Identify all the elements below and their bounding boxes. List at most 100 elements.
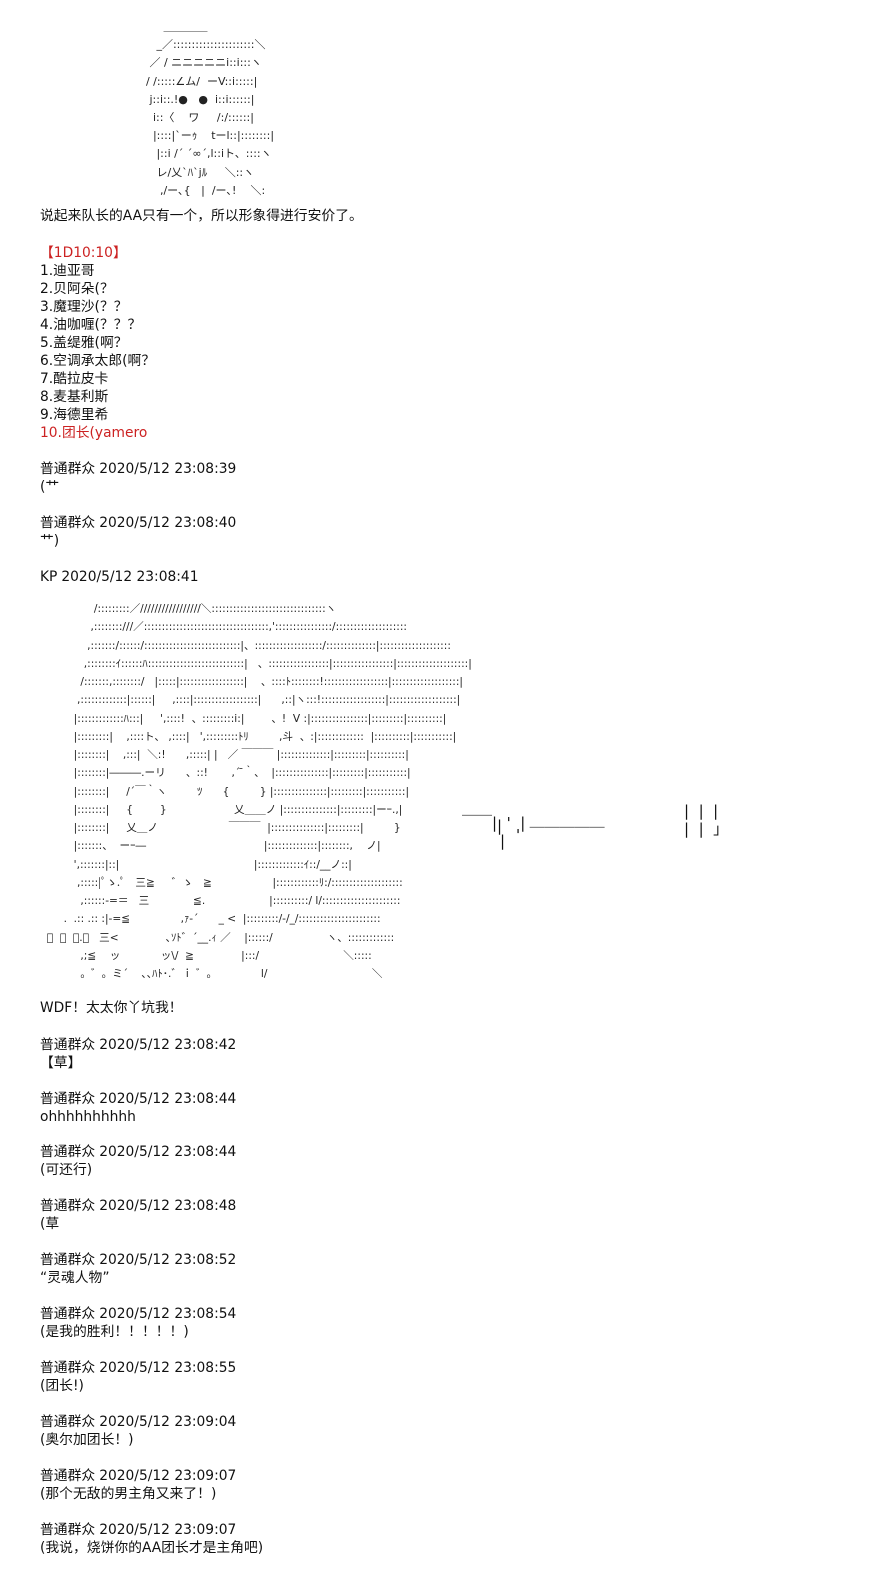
choice-item: 2.贝阿朵(？ [40, 280, 155, 298]
comment-user: 普通群众 [40, 1468, 96, 1484]
comment-text: ohhhhhhhhhh [40, 1109, 136, 1125]
comment-user: 普通群众 [40, 1306, 96, 1322]
comment-text: (艹 [40, 479, 60, 495]
bracket-line: ' ￣￣￣￣￣ [516, 826, 605, 844]
comment-user: 普通群众 [40, 461, 96, 477]
choice-text: 麦基利斯 [53, 389, 109, 405]
choice-number: 8. [40, 389, 54, 405]
choice-item: 1.迪亚哥 [40, 262, 155, 280]
comment-user: 普通群众 [40, 1414, 96, 1430]
choice-text: 团长(yamero [61, 425, 148, 441]
choice-text: 海德里希 [53, 407, 109, 423]
choice-item: 4.油咖喱(？？？ [40, 316, 155, 334]
comment-text: “灵魂人物” [40, 1270, 110, 1286]
comment-text: (草 [40, 1216, 60, 1232]
comment-time: 2020/5/12 23:09:07 [99, 1522, 237, 1538]
ascii-art-character-top: ＿＿＿＿ _／::::::::::::::::::::::＼ ／ / ニニニニニ… [145, 20, 275, 197]
comment-time: 2020/5/12 23:09:04 [99, 1414, 237, 1430]
comment-user: 普通群众 [40, 515, 96, 531]
ascii-art-character-main: /:::::::::／/////////////////＼:::::::::::… [43, 603, 472, 980]
comment-user: 普通群众 [40, 1522, 96, 1538]
comment-user: 普通群众 [40, 1144, 96, 1160]
kp-message: WDF！太太你丫坑我！ [40, 1000, 183, 1016]
comment-user: 普通群众 [40, 1198, 96, 1214]
comment-text: (奥尔加团长！) [40, 1432, 134, 1448]
comment-user: 普通群众 [40, 1360, 96, 1376]
bracket-line: | [497, 817, 503, 835]
choice-text: 空调承太郎(啊？ [53, 353, 156, 369]
choice-number: 6. [40, 353, 54, 369]
choice-item: 6.空调承太郎(啊？ [40, 352, 155, 370]
intro-text: 说起来队长的AA只有一个，所以形象得进行安价了。 [40, 208, 363, 224]
comment-time: 2020/5/12 23:09:07 [99, 1468, 237, 1484]
kp-user: KP [40, 569, 58, 585]
choice-text: 魔理沙(？？ [53, 299, 128, 315]
comment-time: 2020/5/12 23:08:44 [99, 1144, 237, 1160]
choice-number: 3. [40, 299, 54, 315]
dice-label: 【1D10:10】 [40, 245, 127, 261]
choice-number: 7. [40, 371, 54, 387]
comment-user: 普通群众 [40, 1252, 96, 1268]
bracket-line: | | 」 [684, 820, 729, 838]
comment-time: 2020/5/12 23:08:39 [99, 461, 237, 477]
choice-text: 油咖喱(？？？ [53, 317, 142, 333]
bracket-line: | | | [684, 802, 719, 820]
comment-text: (我说，烧饼你的AA团长才是主角吧) [40, 1540, 264, 1556]
choice-number: 10. [40, 425, 62, 441]
comment-user: 普通群众 [40, 1091, 96, 1107]
choice-item-selected: 10.团长(yamero [40, 424, 155, 442]
choice-text: 贝阿朵(？ [53, 281, 114, 297]
dice-result-block: 【1D10:10】 1.迪亚哥 2.贝阿朵(？ 3.魔理沙(？？ 4.油咖喱(？… [40, 244, 155, 442]
choice-text: 酷拉皮卡 [53, 371, 109, 387]
comment-text: (团长!) [40, 1378, 84, 1394]
choice-number: 9. [40, 407, 54, 423]
choice-text: 盖缇雅(啊？ [53, 335, 128, 351]
comment-time: 2020/5/12 23:08:42 [99, 1037, 237, 1053]
comment-time: 2020/5/12 23:08:40 [99, 515, 237, 531]
choice-number: 1. [40, 263, 54, 279]
choice-text: 迪亚哥 [53, 263, 95, 279]
choice-item: 7.酷拉皮卡 [40, 370, 155, 388]
choice-number: 4. [40, 317, 54, 333]
comment-time: 2020/5/12 23:08:48 [99, 1198, 237, 1214]
intro-block: 说起来队长的AA只有一个，所以形象得进行安价了。 [40, 207, 363, 225]
comment-time: 2020/5/12 23:08:55 [99, 1360, 237, 1376]
comment-text: (是我的胜利！！！！！) [40, 1324, 189, 1340]
comment-time: 2020/5/12 23:08:44 [99, 1091, 237, 1107]
choice-number: 5. [40, 335, 54, 351]
choice-number: 2. [40, 281, 54, 297]
comment-user: 普通群众 [40, 1037, 96, 1053]
bracket-line: | [500, 832, 506, 850]
comment-text: (可还行) [40, 1162, 93, 1178]
kp-message-block: WDF！太太你丫坑我！ [40, 999, 183, 1017]
choice-item: 5.盖缇雅(啊？ [40, 334, 155, 352]
comment-text: 艹) [40, 533, 60, 549]
comment-text: 【草】 [40, 1055, 82, 1071]
choice-item: 8.麦基利斯 [40, 388, 155, 406]
choice-item: 3.魔理沙(？？ [40, 298, 155, 316]
comment-time: 2020/5/12 23:08:52 [99, 1252, 237, 1268]
